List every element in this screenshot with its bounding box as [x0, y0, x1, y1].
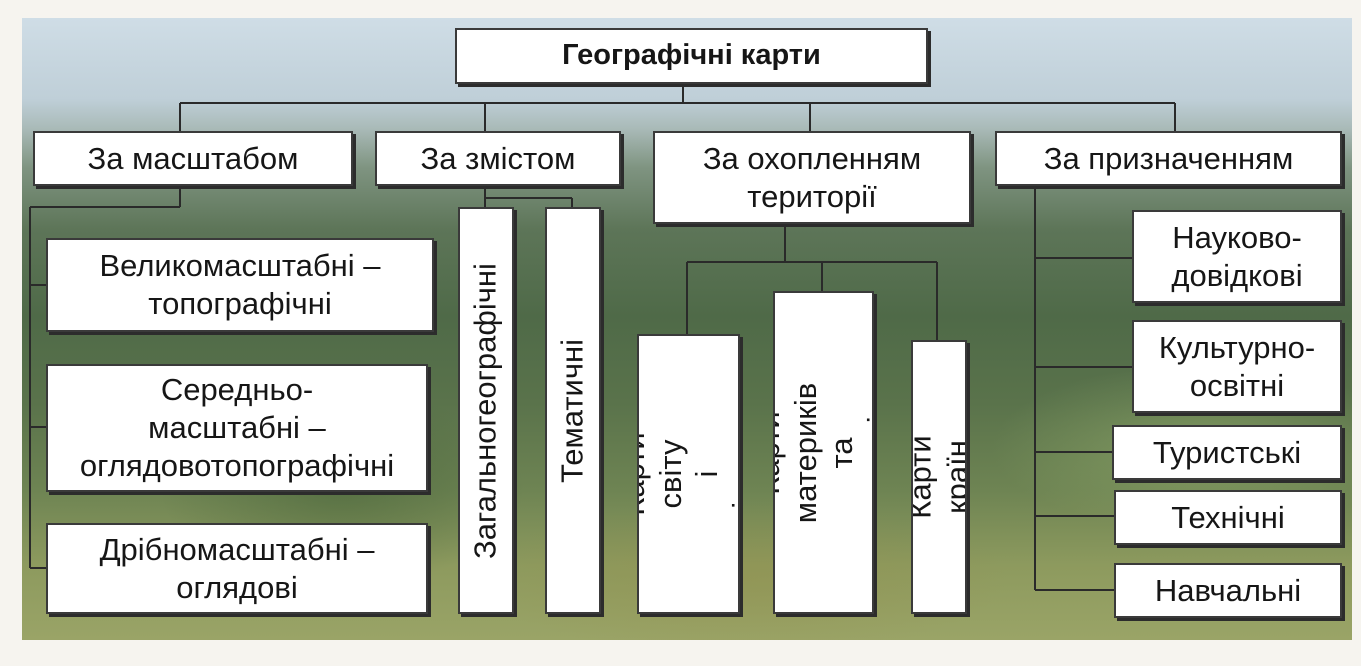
category-scale-label: За масштабом — [87, 140, 299, 176]
scale-item-label: Великомасштабні – топографічні — [99, 248, 381, 321]
scale-item-label: Середньо- масштабні – оглядовотопографіч… — [79, 372, 395, 483]
content-item: Загальногеографічні — [458, 207, 514, 614]
territory-item-label: Карти материків та океанів — [773, 382, 874, 523]
territory-item: Карти країн — [911, 340, 967, 614]
purpose-item-label: Культурно- освітні — [1158, 329, 1316, 403]
category-content: За змістом — [375, 131, 621, 186]
purpose-item: Технічні — [1114, 490, 1342, 545]
category-territory: За охопленням території — [653, 131, 971, 224]
purpose-item: Науково- довідкові — [1132, 210, 1342, 303]
category-territory-label: За охопленням території — [702, 140, 922, 214]
purpose-item-label: Туристські — [1152, 434, 1302, 470]
category-scale: За масштабом — [33, 131, 353, 186]
scale-item-label: Дрібномасштабні – оглядові — [99, 531, 375, 605]
territory-item-label: Карти світу і півкуль — [637, 422, 740, 526]
purpose-item-label: Науково- довідкові — [1171, 219, 1303, 293]
scale-item: Середньо- масштабні – оглядовотопографіч… — [46, 364, 428, 492]
root-node: Географічні карти — [455, 28, 928, 84]
category-purpose-label: За призначенням — [1043, 140, 1294, 176]
purpose-item: Навчальні — [1114, 563, 1342, 618]
scale-item: Дрібномасштабні – оглядові — [46, 523, 428, 614]
scale-item: Великомасштабні – топографічні — [46, 238, 434, 332]
root-label: Географічні карти — [562, 39, 821, 72]
territory-item-label: Карти країн — [911, 435, 967, 519]
purpose-item-label: Навчальні — [1154, 572, 1302, 608]
purpose-item: Культурно- освітні — [1132, 320, 1342, 413]
content-item-label: Загальногеографічні — [467, 262, 503, 559]
category-purpose: За призначенням — [995, 131, 1342, 186]
territory-item: Карти материків та океанів — [773, 291, 874, 614]
content-item: Тематичні — [545, 207, 601, 614]
category-content-label: За змістом — [420, 140, 576, 176]
territory-item: Карти світу і півкуль — [637, 334, 740, 614]
purpose-item: Туристські — [1112, 425, 1342, 480]
purpose-item-label: Технічні — [1171, 499, 1285, 535]
content-item-label: Тематичні — [554, 338, 590, 483]
